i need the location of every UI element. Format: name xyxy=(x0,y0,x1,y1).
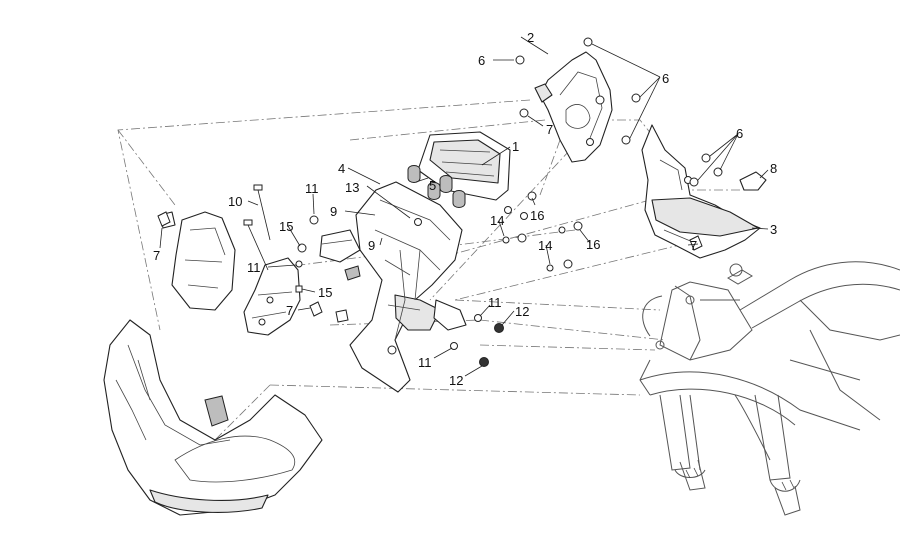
callout-2: 2 xyxy=(527,30,534,45)
part-1-instrument-cluster xyxy=(407,131,511,208)
callout-7: 7 xyxy=(286,303,293,318)
callout-3: 3 xyxy=(770,222,777,237)
callout-5: 5 xyxy=(429,178,436,193)
callout-7: 7 xyxy=(153,248,160,263)
callout-16: 16 xyxy=(530,208,544,223)
callout-1: 1 xyxy=(512,139,519,154)
callout-labels: 2 6 6 7 1 4 5 13 11 10 9 9 15 7 11 15 7 … xyxy=(153,30,777,388)
leader-lines xyxy=(159,36,769,377)
screws-6 xyxy=(515,37,723,187)
part-4-main-bracket xyxy=(319,181,467,393)
left-side-bracket xyxy=(159,211,236,311)
callout-16: 16 xyxy=(586,237,600,252)
callout-6: 6 xyxy=(736,126,743,141)
callout-11: 11 xyxy=(488,295,502,310)
part-3-side-cover xyxy=(641,124,767,259)
callout-15: 15 xyxy=(279,219,293,234)
callout-11: 11 xyxy=(247,260,261,275)
callout-11: 11 xyxy=(418,355,432,370)
motorcycle-frame xyxy=(639,261,900,516)
callout-7: 7 xyxy=(690,238,697,253)
callout-11: 11 xyxy=(305,181,319,196)
callout-14: 14 xyxy=(538,238,552,253)
callout-12: 12 xyxy=(449,373,463,388)
part-2-upper-cover xyxy=(534,51,613,163)
callout-6: 6 xyxy=(662,71,669,86)
callout-6: 6 xyxy=(478,53,485,68)
callout-10: 10 xyxy=(228,194,242,209)
fasteners xyxy=(157,108,703,367)
callout-15: 15 xyxy=(318,285,332,300)
callout-12: 12 xyxy=(515,304,529,319)
callout-9: 9 xyxy=(330,204,337,219)
callout-8: 8 xyxy=(770,161,777,176)
front-fairing xyxy=(103,319,323,516)
center-small-bracket xyxy=(243,257,301,336)
callout-7: 7 xyxy=(546,122,553,137)
callout-13: 13 xyxy=(345,180,359,195)
callout-4: 4 xyxy=(338,161,345,176)
callout-14: 14 xyxy=(490,213,504,228)
callout-9: 9 xyxy=(368,238,375,253)
